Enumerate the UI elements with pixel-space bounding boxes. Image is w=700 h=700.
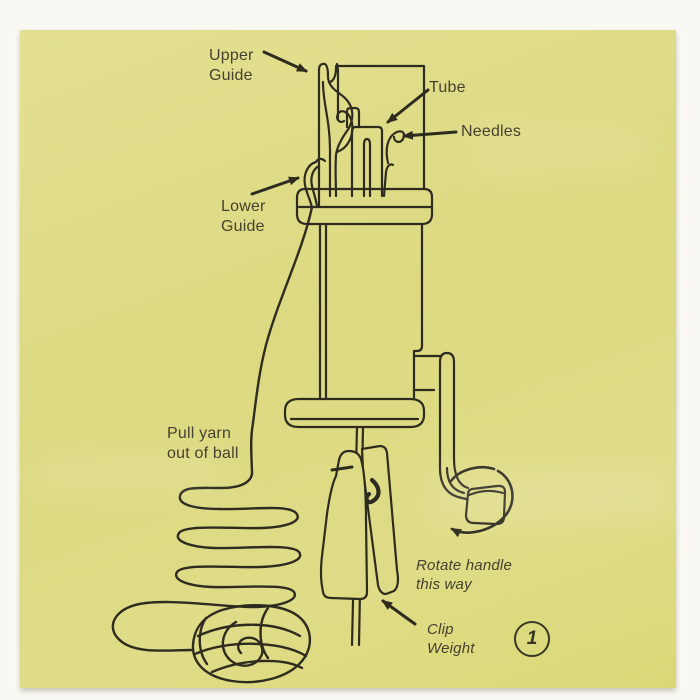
crank-handle (438, 351, 507, 526)
machine-head (317, 62, 426, 208)
yarn-path (111, 205, 314, 684)
clip-top-tick (330, 465, 354, 472)
upper-guide-arrow (262, 50, 308, 73)
clip-spring (364, 477, 381, 505)
clip-weight-label: Clip Weight (427, 621, 475, 658)
tube-outline (350, 125, 384, 198)
clip-weight-arrow (381, 599, 417, 626)
machine-base (283, 397, 426, 429)
needles-arrow (402, 130, 458, 140)
head-yarn-2 (321, 80, 332, 198)
machine-body (318, 222, 442, 401)
figure-number-badge: 1 (514, 621, 550, 657)
tube-tab (345, 106, 361, 129)
tube-label: Tube (429, 79, 466, 96)
figure-number: 1 (526, 628, 538, 649)
label-arrows (250, 50, 458, 626)
upper-guide-plate (317, 62, 340, 208)
tube-arrow (386, 88, 430, 124)
handle-shaft (438, 351, 470, 490)
clip-rear-arm (360, 444, 400, 596)
lower-guide-label: Lower Guide (221, 198, 266, 236)
upper-guide-label: Upper Guide (209, 47, 254, 85)
head-yarn-1 (327, 80, 354, 198)
yarn-ball-outline (191, 604, 311, 684)
yarn-long-curve (249, 205, 314, 476)
tube-slot (362, 137, 372, 198)
handle-bracket (412, 354, 442, 392)
lower-guide-arrow (250, 176, 300, 196)
needle-hook-small (382, 163, 395, 198)
yarn-ball (191, 604, 311, 684)
head-hook-left (335, 110, 354, 154)
lower-guide (303, 157, 327, 210)
needles-label: Needles (461, 123, 522, 140)
clip-front-body (319, 449, 369, 601)
rotation-arrow (449, 465, 514, 538)
backplate (334, 64, 426, 191)
yarn-zigzag (111, 472, 302, 652)
clip-weight (319, 444, 400, 601)
pull-yarn-label: Pull yarn out of ball (167, 425, 239, 463)
needle-hook-right (385, 130, 406, 165)
rotate-handle-label: Rotate handle this way (416, 557, 513, 594)
